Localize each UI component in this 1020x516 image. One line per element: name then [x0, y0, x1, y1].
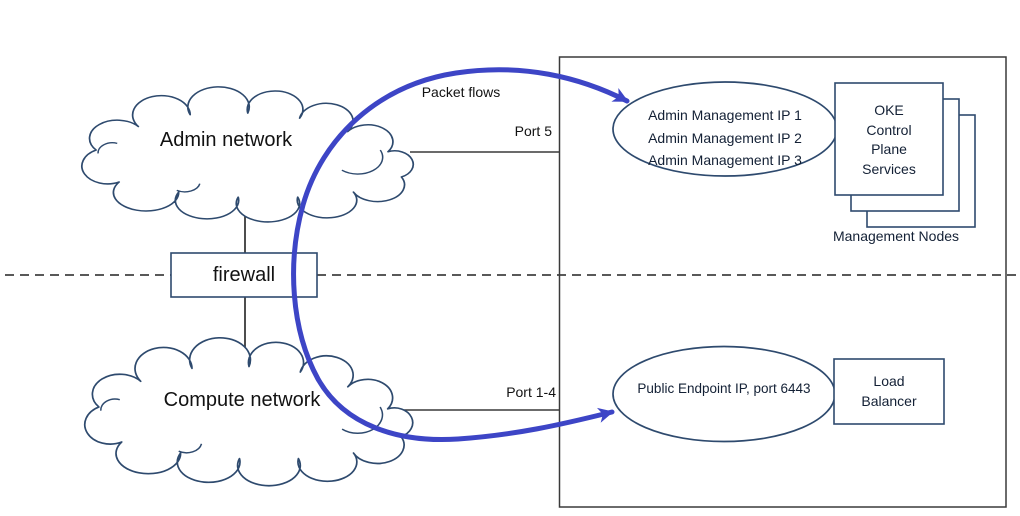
admin-network-label: Admin network	[159, 129, 293, 151]
firewall-label: firewall	[212, 263, 276, 286]
load-balancer-line-1: Load	[873, 373, 905, 389]
packet-flows-label: Packet flows	[421, 84, 501, 100]
oke-card-line-1: OKE	[874, 102, 904, 118]
load-balancer-line-2: Balancer	[861, 393, 917, 409]
oke-card-line-4: Services	[862, 160, 916, 177]
oke-control-plane-services-text: OKE Control Plane Services	[835, 101, 943, 179]
admin-management-ip-2: Admin Management IP 2	[648, 129, 802, 146]
admin-cloud-shape	[81, 86, 415, 223]
port14-label: Port 1-4	[506, 384, 556, 400]
compute-cloud-shape	[83, 336, 414, 487]
packet-flow-arrow	[291, 67, 630, 443]
oke-boundary-rect	[558, 56, 1007, 508]
public-endpoint-label: Public Endpoint IP, port 6443	[637, 381, 811, 396]
admin-management-ip-3: Admin Management IP 3	[648, 152, 802, 168]
compute-network-label: Compute network	[163, 389, 321, 411]
oke-card-line-2: Control	[866, 121, 912, 138]
load-balancer-box	[833, 358, 945, 425]
management-nodes-label: Management Nodes	[832, 228, 960, 244]
oke-card-line-3: Plane	[871, 141, 907, 157]
management-node-card-front	[834, 82, 944, 196]
load-balancer-text: Load Balancer	[834, 371, 944, 411]
port5-label: Port 5	[514, 123, 552, 139]
admin-management-ip-1: Admin Management IP 1	[648, 107, 802, 123]
admin-management-ips-text: Admin Management IP 1 Admin Management I…	[613, 104, 837, 172]
